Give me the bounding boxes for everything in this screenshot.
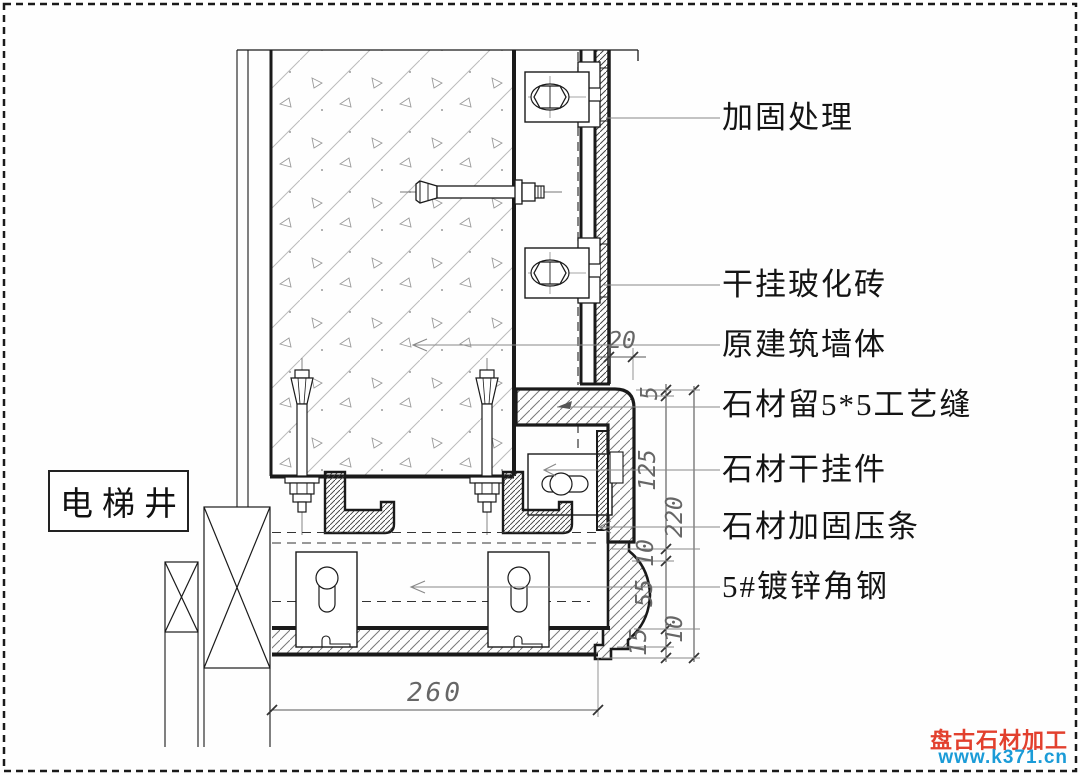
panel-kerf [609,451,624,484]
callout-vitrified-tile: 干挂玻化砖 [722,267,887,302]
dim-220: 220 [662,496,688,538]
dim-5: 5 [637,386,663,400]
slotted-plate [487,551,550,648]
dim-10b: 10 [662,615,688,643]
dim-125: 125 [635,449,661,491]
callout-pressure-strip: 石材加固压条 [722,509,920,544]
break-symbol [203,506,271,747]
expansion-bolt-horizontal [400,179,562,205]
leader-lines [409,117,720,594]
angle-steel [323,470,396,535]
anchor-bolt-vertical [469,358,505,535]
break-symbol [164,561,199,747]
elevator-shaft-label: 电梯井 [48,470,189,532]
dimension-lines [266,348,700,717]
dim-20: 20 [608,328,636,354]
pressure-strip [596,430,609,531]
anchor-bolt-vertical [284,358,320,535]
callout-original-wall: 原建筑墙体 [722,327,887,362]
callout-craft-joint: 石材留5*5工艺缝 [722,387,973,422]
callout-angle-steel: 5#镀锌角钢 [722,569,889,604]
callout-reinforcement: 加固处理 [722,100,854,135]
watermark-brand: 盘古石材加工 [929,728,1068,753]
anchor-plate [524,71,590,123]
watermark-url: www.k371.cn [938,747,1068,768]
dim-260: 260 [407,678,463,708]
callout-dry-hang-clip: 石材干挂件 [722,452,887,487]
slotted-plate [295,551,358,648]
anchor-plate [524,247,590,299]
dim-15: 15 [626,628,652,656]
concrete-wall [236,49,639,507]
